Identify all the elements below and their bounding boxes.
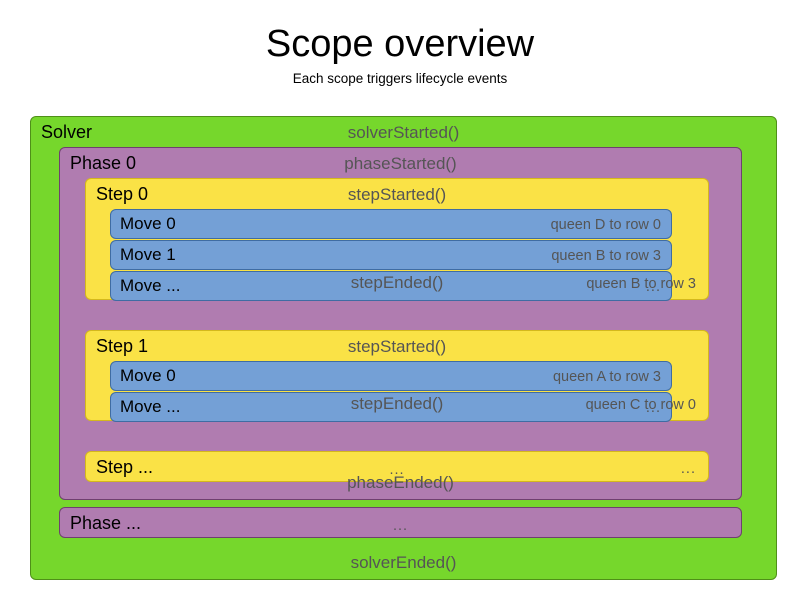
step-0-started-event: stepStarted() xyxy=(347,185,447,204)
move-row[interactable]: Move 1 queen B to row 3 xyxy=(110,240,672,270)
step-ellipsis-scope[interactable]: Step ... ... ... xyxy=(85,451,709,482)
move-detail: queen D to row 0 xyxy=(550,217,661,233)
move-label: Move 0 xyxy=(120,366,176,385)
step-1-ended-detail: queen C to row 0 xyxy=(585,397,696,413)
move-detail: queen B to row 3 xyxy=(551,248,661,264)
step-0-scope[interactable]: Step 0 stepStarted() Move 0 queen D to r… xyxy=(85,178,709,301)
step-0-footer-row: stepEnded() queen B to row 3 xyxy=(86,269,708,299)
move-detail: ... xyxy=(645,400,661,416)
step-1-footer-row: stepEnded() queen C to row 0 xyxy=(86,390,708,420)
step-1-scope[interactable]: Step 1 stepStarted() Move 0 queen A to r… xyxy=(85,330,709,422)
move-label: Move 1 xyxy=(120,245,176,264)
page-title: Scope overview xyxy=(265,23,535,65)
step-0-ended-detail: queen B to row 3 xyxy=(586,276,696,292)
solver-scope[interactable]: Solver solverStarted() Phase 0 phaseStar… xyxy=(30,116,777,580)
solver-footer-row: solverEnded() xyxy=(31,549,776,579)
move-row[interactable]: Move 0 queen A to row 3 xyxy=(110,361,672,391)
solver-ended-event: solverEnded() xyxy=(350,553,457,572)
move-label: Move ... xyxy=(120,397,181,416)
phase-0-label: Phase 0 xyxy=(70,153,137,173)
solver-started-event: solverStarted() xyxy=(347,123,460,142)
phase-ellipsis-row: Phase ... ... xyxy=(60,508,741,538)
solver-label: Solver xyxy=(41,122,93,142)
phase-ellipsis-label: Phase ... xyxy=(70,513,142,533)
move-row[interactable]: Move ... ... xyxy=(110,392,672,422)
phase-0-scope[interactable]: Phase 0 phaseStarted() Step 0 stepStarte… xyxy=(59,147,742,500)
phase-0-ended-event: phaseEnded() xyxy=(347,473,454,492)
step-1-header-row: Step 1 stepStarted() xyxy=(86,331,708,361)
move-detail: queen A to row 3 xyxy=(552,369,661,385)
phase-0-started-event: phaseStarted() xyxy=(344,154,457,173)
phase-ellipsis-event: ... xyxy=(392,518,409,534)
step-0-label: Step 0 xyxy=(96,184,149,204)
step-ellipsis-label: Step ... xyxy=(96,457,154,477)
solver-header-row: Solver solverStarted() xyxy=(31,117,776,147)
step-1-started-event: stepStarted() xyxy=(347,337,447,356)
phase-0-footer-row: phaseEnded() xyxy=(60,469,741,499)
phase-0-header-row: Phase 0 phaseStarted() xyxy=(60,148,741,178)
page-subtitle: Each scope triggers lifecycle events xyxy=(292,71,508,86)
phase-ellipsis-scope[interactable]: Phase ... ... xyxy=(59,507,742,538)
move-row[interactable]: Move 0 queen D to row 0 xyxy=(110,209,672,239)
move-label: Move ... xyxy=(120,276,181,295)
move-label: Move 0 xyxy=(120,214,176,233)
step-1-label: Step 1 xyxy=(96,336,149,356)
move-row[interactable]: Move ... ... xyxy=(110,271,672,301)
move-detail: ... xyxy=(645,279,661,295)
heading-block: Scope overview Each scope triggers lifec… xyxy=(0,22,800,88)
step-ellipsis-detail: ... xyxy=(680,461,696,477)
step-0-header-row: Step 0 stepStarted() xyxy=(86,179,708,209)
